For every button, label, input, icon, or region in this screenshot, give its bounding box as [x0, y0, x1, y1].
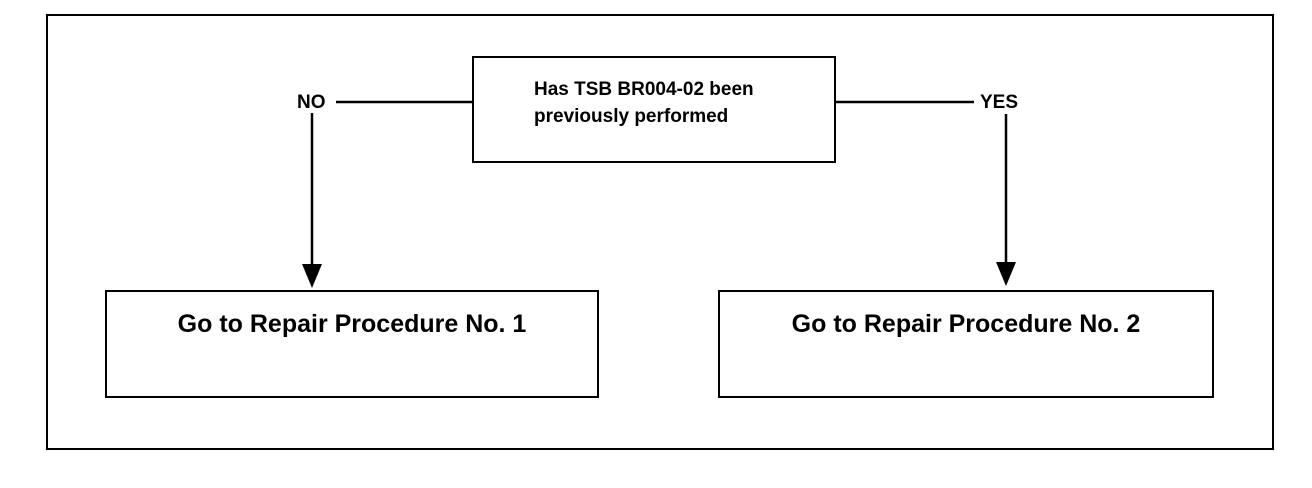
decision-text-line-2: previously performed	[534, 106, 729, 127]
no-branch-label: NO	[297, 92, 326, 113]
repair-procedure-1-box: Go to Repair Procedure No. 1	[105, 290, 599, 398]
no-branch-arrowhead	[302, 264, 322, 288]
yes-branch-label: YES	[980, 92, 1019, 113]
repair-procedure-1-text: Go to Repair Procedure No. 1	[177, 310, 527, 338]
repair-procedure-2-text: Go to Repair Procedure No. 2	[791, 310, 1141, 338]
decision-text: Has TSB BR004-02 been previously perform…	[534, 76, 754, 130]
yes-branch-arrowhead	[996, 262, 1016, 286]
decision-box: Has TSB BR004-02 been previously perform…	[472, 56, 836, 163]
repair-procedure-2-box: Go to Repair Procedure No. 2	[718, 290, 1214, 398]
decision-text-line-1: Has TSB BR004-02 been	[534, 79, 754, 100]
